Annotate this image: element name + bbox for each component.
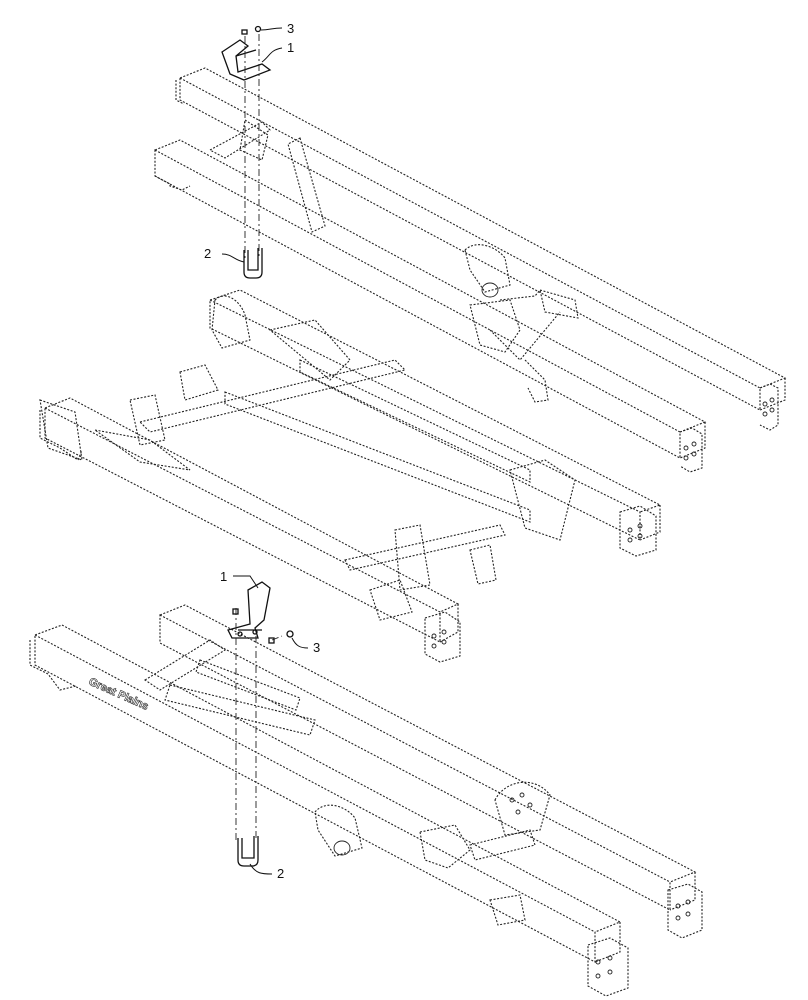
callout-top-bracket: 1	[261, 40, 294, 63]
top-front-beam	[154, 139, 707, 473]
top-cross-brace-right	[287, 137, 326, 233]
frame-brand-mark: Great Plains	[87, 676, 151, 713]
callout-top-nut: 3	[260, 21, 294, 36]
svg-text:1: 1	[220, 569, 227, 584]
middle-frame-assembly	[39, 289, 662, 663]
callout-bottom-bracket: 1	[220, 569, 259, 589]
svg-text:1: 1	[287, 40, 294, 55]
callout-bottom-nut: 3	[291, 637, 320, 655]
svg-text:2: 2	[277, 866, 284, 881]
bottom-frame-assembly: Great Plains	[29, 604, 703, 997]
svg-text:3: 3	[287, 21, 294, 36]
bottom-mount-bracket	[227, 581, 294, 644]
top-mount-bracket	[221, 25, 272, 81]
callout-top-ubolt: 2	[204, 246, 245, 263]
svg-text:3: 3	[313, 640, 320, 655]
bottom-u-bolt	[237, 836, 259, 867]
top-hitch-plates	[464, 244, 579, 361]
callout-bottom-ubolt: 2	[249, 863, 284, 881]
top-rear-beam	[175, 67, 787, 431]
top-u-bolt	[243, 248, 263, 279]
svg-text:2: 2	[204, 246, 211, 261]
top-frame-assembly	[154, 67, 787, 473]
top-cross-brace-left	[208, 121, 271, 159]
